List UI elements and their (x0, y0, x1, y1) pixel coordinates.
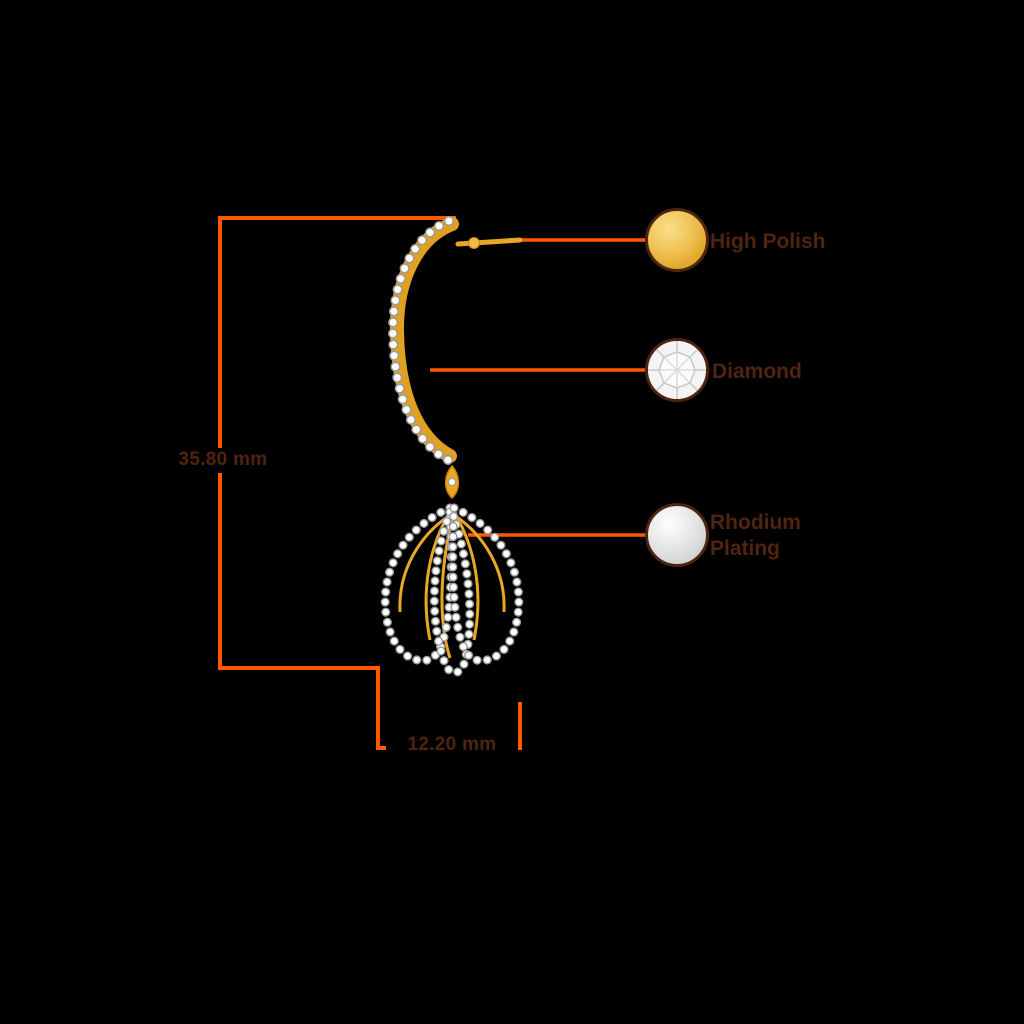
width-dimension-label: 12.20 mm (386, 733, 518, 758)
gold-swatch-icon (645, 208, 709, 272)
hook (387, 216, 459, 465)
rhodium-swatch-icon (645, 503, 709, 567)
legend-label-rhodium-plating: Rhodium Plating (710, 511, 801, 560)
ear-post (455, 237, 523, 249)
legend-label-diamond: Diamond (712, 360, 802, 383)
dimension-lines (218, 216, 522, 750)
height-dimension-line (218, 216, 522, 750)
height-dimension-label: 35.80 mm (158, 448, 288, 473)
dangle-cluster (380, 501, 524, 677)
leader-lines (430, 238, 646, 537)
earring-illustration (380, 216, 524, 677)
diamond-swatch-icon (645, 338, 709, 402)
legend-label-high-polish: High Polish (710, 230, 826, 253)
